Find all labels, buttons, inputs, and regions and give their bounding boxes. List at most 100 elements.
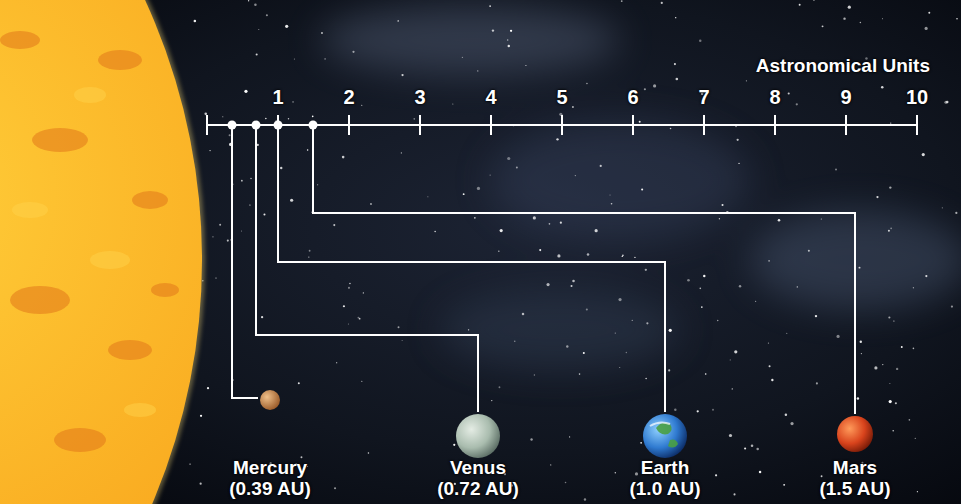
star xyxy=(219,224,221,226)
star xyxy=(822,25,824,27)
star xyxy=(254,4,257,7)
star xyxy=(644,88,646,90)
star xyxy=(703,275,705,277)
star xyxy=(951,305,953,307)
scale-tick xyxy=(206,115,208,135)
star xyxy=(261,316,263,318)
planets xyxy=(260,390,873,458)
star xyxy=(530,438,532,440)
star xyxy=(227,239,229,241)
star xyxy=(285,25,288,28)
tick-number: 10 xyxy=(906,86,928,108)
star xyxy=(546,283,549,286)
star xyxy=(618,298,621,301)
star xyxy=(848,6,851,9)
star xyxy=(717,320,718,321)
scale-tick xyxy=(561,115,563,135)
star xyxy=(584,498,586,500)
star xyxy=(836,335,839,338)
star xyxy=(922,153,925,156)
star xyxy=(917,491,918,492)
star xyxy=(622,255,624,257)
star xyxy=(290,199,293,202)
planet-mars xyxy=(837,416,873,452)
star xyxy=(241,230,242,231)
planet-earth xyxy=(643,414,687,458)
star xyxy=(737,139,739,141)
star xyxy=(294,58,295,59)
star xyxy=(453,444,455,446)
star xyxy=(893,320,894,321)
star xyxy=(570,285,572,287)
leader-line xyxy=(256,125,478,412)
planet-name: Venus xyxy=(450,458,506,479)
star xyxy=(768,342,769,343)
star xyxy=(489,5,491,7)
star xyxy=(569,436,570,437)
star xyxy=(207,387,209,389)
star xyxy=(572,106,574,108)
scale-title: Astronomical Units xyxy=(756,56,930,77)
star xyxy=(835,169,837,171)
star xyxy=(882,364,883,365)
star xyxy=(336,362,337,363)
star xyxy=(516,167,518,169)
star xyxy=(615,472,617,474)
star xyxy=(890,227,892,229)
star xyxy=(925,275,927,277)
star xyxy=(687,279,690,282)
star xyxy=(265,118,266,119)
star xyxy=(661,2,663,4)
star xyxy=(587,253,590,256)
scale-tick xyxy=(774,115,776,135)
scale-dot xyxy=(252,121,261,130)
star xyxy=(632,320,633,321)
tick-number: 1 xyxy=(272,86,283,108)
star xyxy=(298,382,300,384)
star xyxy=(490,174,491,175)
tick-number: 3 xyxy=(414,86,425,108)
star xyxy=(913,287,914,288)
star xyxy=(462,57,463,58)
star xyxy=(913,348,915,350)
star xyxy=(401,74,403,76)
star xyxy=(402,340,403,341)
scale-dots xyxy=(228,121,318,130)
star xyxy=(586,308,588,310)
scale-dot xyxy=(274,121,283,130)
star xyxy=(209,150,210,151)
star xyxy=(888,230,890,232)
star xyxy=(676,78,679,81)
star-field xyxy=(189,0,957,501)
star xyxy=(361,381,362,382)
star xyxy=(263,214,265,216)
star xyxy=(813,0,815,1)
star xyxy=(525,65,526,66)
star xyxy=(768,260,770,262)
star xyxy=(808,250,810,252)
star xyxy=(249,204,250,205)
star xyxy=(413,118,415,120)
star xyxy=(732,388,733,389)
star xyxy=(730,359,731,360)
star xyxy=(769,365,771,367)
star xyxy=(699,288,701,290)
tick-number: 6 xyxy=(627,86,638,108)
star xyxy=(955,212,957,214)
nebula xyxy=(320,5,961,370)
star xyxy=(549,223,551,225)
earth-cloud xyxy=(650,422,670,426)
star xyxy=(508,45,510,47)
star xyxy=(860,22,862,24)
star xyxy=(309,250,311,252)
star xyxy=(821,219,822,220)
scale-dot xyxy=(309,121,318,130)
earth-land xyxy=(656,423,678,448)
star xyxy=(280,167,282,169)
star xyxy=(611,203,613,205)
scale-tick xyxy=(703,115,705,135)
star xyxy=(398,326,400,328)
star xyxy=(500,229,503,232)
star xyxy=(434,231,435,232)
